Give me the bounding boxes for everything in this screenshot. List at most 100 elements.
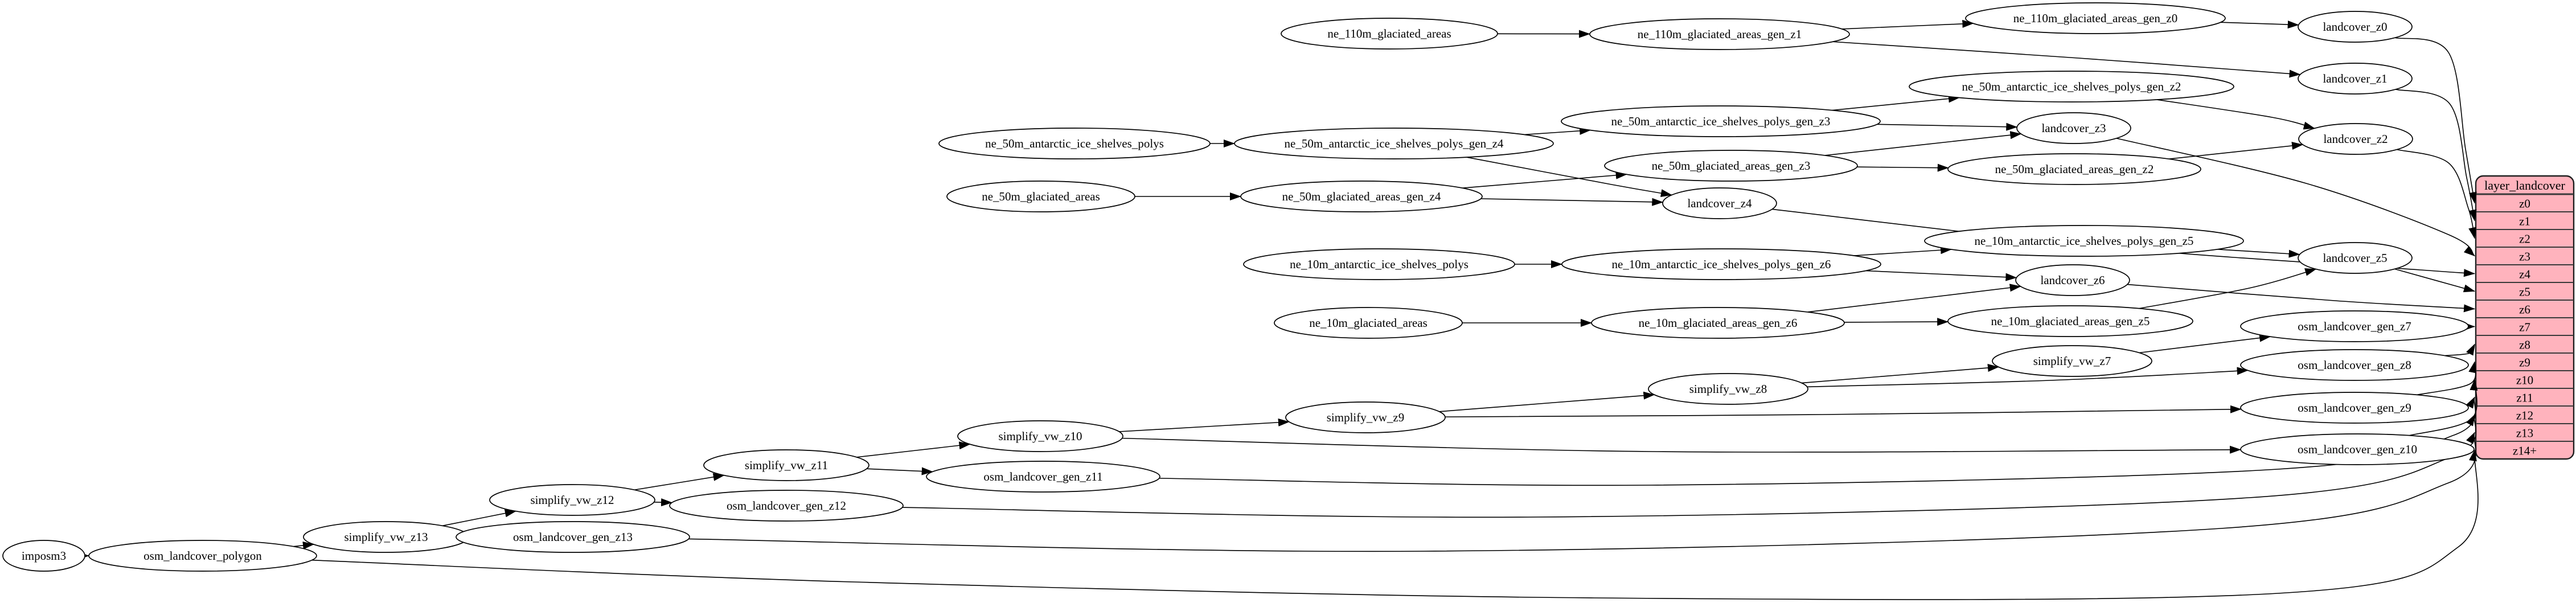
node-ne_10m_antarctic_ice_shelves_polys: ne_10m_antarctic_ice_shelves_polys (1243, 248, 1515, 280)
ne_110m_glaciated_areas_gen_z0-label: ne_110m_glaciated_areas_gen_z0 (2013, 11, 2177, 25)
landcover_z3-label: landcover_z3 (2041, 121, 2106, 135)
edge-simplify_vw_z11-to-simplify_vw_z10 (856, 441, 971, 458)
ne_50m_glaciated_areas_gen_z3-label: ne_50m_glaciated_areas_gen_z3 (1652, 159, 1811, 173)
landcover_z6-label: landcover_z6 (2040, 273, 2105, 287)
node-ne_50m_glaciated_areas_gen_z2: ne_50m_glaciated_areas_gen_z2 (1947, 153, 2201, 185)
landcover_z6-ellipse (2015, 264, 2130, 296)
simplify_vw_z9-label: simplify_vw_z9 (1327, 411, 1405, 424)
node-landcover_z3: landcover_z3 (2016, 112, 2131, 144)
ne_10m_antarctic_ice_shelves_polys_gen_z5-ellipse (1924, 225, 2244, 257)
edge-ne_50m_glaciated_areas_gen_z3-to-landcover_z3 (1824, 131, 2022, 156)
ne_10m_antarctic_ice_shelves_polys_gen_z6-label: ne_10m_antarctic_ice_shelves_polys_gen_z… (1612, 257, 1831, 271)
ne_50m_glaciated_areas_gen_z2-ellipse (1947, 153, 2201, 185)
imposm3-ellipse (2, 540, 85, 572)
edge-ne_50m_antarctic_ice_shelves_polys_gen_z4-to-ne_50m_antarctic_ice_shelves_polys_gen_z3 (1524, 126, 1591, 136)
node-landcover_z0: landcover_z0 (2298, 11, 2413, 43)
osm_landcover_gen_z13-label: osm_landcover_gen_z13 (513, 530, 633, 544)
ne_10m_glaciated_areas_gen_z5-label: ne_10m_glaciated_areas_gen_z5 (1991, 314, 2150, 328)
edge-landcover_z0-to-layer_landcover-z0 (2394, 37, 2477, 204)
osm_landcover_gen_z11-ellipse (926, 461, 1160, 493)
landcover_z1-label: landcover_z1 (2323, 72, 2387, 85)
ne_10m_antarctic_ice_shelves_polys_gen_z6-ellipse (1561, 248, 1881, 280)
simplify_vw_z10-label: simplify_vw_z10 (999, 429, 1082, 443)
landcover_z2-ellipse (2298, 123, 2413, 155)
node-simplify_vw_z8: simplify_vw_z8 (1648, 373, 1808, 405)
ne_110m_glaciated_areas-ellipse (1281, 18, 1498, 50)
edge-osm_landcover_polygon-to-simplify_vw_z13 (293, 541, 314, 550)
landcover_z2-label: landcover_z2 (2323, 132, 2388, 146)
osm_landcover_gen_z7-label: osm_landcover_gen_z7 (2298, 319, 2411, 333)
osm_landcover_gen_z11-label: osm_landcover_gen_z11 (983, 470, 1102, 483)
edge-osm_landcover_gen_z12-to-layer_landcover-z12 (902, 414, 2477, 518)
edge-osm_landcover_gen_z8-to-layer_landcover-z8 (2444, 343, 2475, 356)
node-ne_50m_antarctic_ice_shelves_polys: ne_50m_antarctic_ice_shelves_polys (938, 128, 1211, 159)
ne_50m_glaciated_areas_gen_z4-label: ne_50m_glaciated_areas_gen_z4 (1282, 190, 1441, 203)
node-ne_110m_glaciated_areas: ne_110m_glaciated_areas (1281, 18, 1498, 50)
edge-ne_50m_glaciated_areas_gen_z4-to-landcover_z4 (1480, 198, 1664, 206)
osm_landcover_gen_z13-ellipse (456, 521, 690, 553)
edge-osm_landcover_gen_z10-to-layer_landcover-z10 (2409, 379, 2478, 436)
simplify_vw_z8-label: simplify_vw_z8 (1689, 382, 1767, 396)
simplify_vw_z12-ellipse (489, 484, 655, 516)
edge-ne_50m_glaciated_areas_gen_z4-to-ne_50m_glaciated_areas_gen_z3 (1462, 171, 1627, 189)
node-osm_landcover_gen_z13: osm_landcover_gen_z13 (456, 521, 690, 553)
edge-ne_110m_glaciated_areas_gen_z0-to-landcover_z0 (2220, 20, 2299, 29)
edge-ne_10m_glaciated_areas_gen_z6-to-landcover_z6 (1807, 284, 2021, 313)
ne_50m_glaciated_areas_gen_z4-ellipse (1240, 181, 1483, 212)
edge-ne_10m_antarctic_ice_shelves_polys_gen_z5-to-landcover_z5 (2217, 248, 2300, 258)
edge-ne_10m_antarctic_ice_shelves_polys_gen_z6-to-landcover_z6 (1865, 270, 2017, 281)
edge-simplify_vw_z10-to-simplify_vw_z9 (1119, 418, 1290, 432)
edge-ne_10m_glaciated_areas_gen_z5-to-landcover_z5 (2139, 268, 2317, 309)
landcover_z4-label: landcover_z4 (1687, 196, 1752, 210)
osm_landcover_polygon-label: osm_landcover_polygon (143, 549, 262, 563)
edge-simplify_vw_z8-to-simplify_vw_z7 (1801, 364, 1999, 384)
node-ne_10m_antarctic_ice_shelves_polys_gen_z5: ne_10m_antarctic_ice_shelves_polys_gen_z… (1924, 225, 2244, 257)
layer-table-row-z1: z1 (2519, 215, 2530, 228)
edge-landcover_z6-to-layer_landcover-z6 (2127, 284, 2475, 313)
osm_landcover_polygon-ellipse (88, 540, 317, 572)
node-simplify_vw_z13: simplify_vw_z13 (303, 521, 469, 553)
node-landcover_z2: landcover_z2 (2298, 123, 2413, 155)
edge-landcover_z4-to-layer_landcover-z4 (1772, 208, 2475, 277)
ne_110m_glaciated_areas_gen_z1-label: ne_110m_glaciated_areas_gen_z1 (1638, 27, 1802, 41)
simplify_vw_z9-ellipse (1285, 401, 1446, 433)
ne_50m_antarctic_ice_shelves_polys_gen_z2-label: ne_50m_antarctic_ice_shelves_polys_gen_z… (1962, 80, 2181, 93)
layer-table-row-z12: z12 (2516, 409, 2533, 423)
edge-osm_landcover_gen_z9-to-layer_landcover-z9 (2417, 361, 2477, 396)
edge-simplify_vw_z12-to-simplify_vw_z11 (634, 473, 725, 491)
edge-simplify_vw_z9-to-simplify_vw_z8 (1439, 391, 1655, 412)
ne_110m_glaciated_areas_gen_z1-ellipse (1589, 18, 1850, 50)
simplify_vw_z12-label: simplify_vw_z12 (531, 493, 614, 507)
edge-ne_10m_antarctic_ice_shelves_polys_gen_z6-to-ne_10m_antarctic_ice_shelves_polys_gen_z5 (1853, 246, 1952, 256)
edge-landcover_z5-to-layer_landcover-z5 (2394, 268, 2475, 293)
simplify_vw_z10-ellipse (957, 420, 1123, 452)
ne_10m_glaciated_areas-ellipse (1274, 307, 1463, 339)
node-ne_10m_glaciated_areas_gen_z5: ne_10m_glaciated_areas_gen_z5 (1947, 305, 2193, 337)
edge-ne_50m_antarctic_ice_shelves_polys_gen_z3-to-ne_50m_antarctic_ice_shelves_polys_gen_z2 (1832, 95, 1960, 111)
ne_10m_glaciated_areas_gen_z5-ellipse (1947, 305, 2193, 337)
ne_50m_antarctic_ice_shelves_polys_gen_z4-ellipse (1234, 128, 1554, 159)
landcover_z5-ellipse (2298, 242, 2413, 274)
ne_50m_antarctic_ice_shelves_polys_gen_z4-label: ne_50m_antarctic_ice_shelves_polys_gen_z… (1285, 137, 1504, 150)
layer-table-row-z3: z3 (2519, 250, 2530, 264)
ne_50m_glaciated_areas_gen_z3-ellipse (1604, 150, 1858, 182)
node-ne_50m_glaciated_areas: ne_50m_glaciated_areas (946, 181, 1135, 212)
node-osm_landcover_gen_z9: osm_landcover_gen_z9 (2240, 392, 2469, 424)
edge-simplify_vw_z13-to-simplify_vw_z12 (442, 509, 516, 527)
imposm3-label: imposm3 (22, 549, 66, 563)
simplify_vw_z13-label: simplify_vw_z13 (344, 530, 428, 544)
ne_10m_glaciated_areas-label: ne_10m_glaciated_areas (1309, 316, 1428, 330)
landcover_z5-label: landcover_z5 (2323, 251, 2387, 265)
ne_10m_antarctic_ice_shelves_polys-ellipse (1243, 248, 1515, 280)
node-landcover_z4: landcover_z4 (1662, 187, 1777, 219)
layer-table-row-z6: z6 (2519, 303, 2530, 317)
ne_50m_glaciated_areas_gen_z2-label: ne_50m_glaciated_areas_gen_z2 (1995, 162, 2154, 176)
ne_110m_glaciated_areas_gen_z0-ellipse (1965, 2, 2226, 34)
edge-ne_50m_glaciated_areas_gen_z3-to-ne_50m_glaciated_areas_gen_z2 (1857, 163, 1949, 172)
osm_landcover_gen_z8-ellipse (2240, 349, 2469, 381)
edge-simplify_vw_z12-to-osm_landcover_gen_z12 (654, 498, 673, 507)
node-osm_landcover_gen_z11: osm_landcover_gen_z11 (926, 461, 1160, 493)
node-ne_10m_glaciated_areas: ne_10m_glaciated_areas (1274, 307, 1463, 339)
landcover_z3-ellipse (2016, 112, 2131, 144)
osm_landcover_gen_z9-ellipse (2240, 392, 2469, 424)
